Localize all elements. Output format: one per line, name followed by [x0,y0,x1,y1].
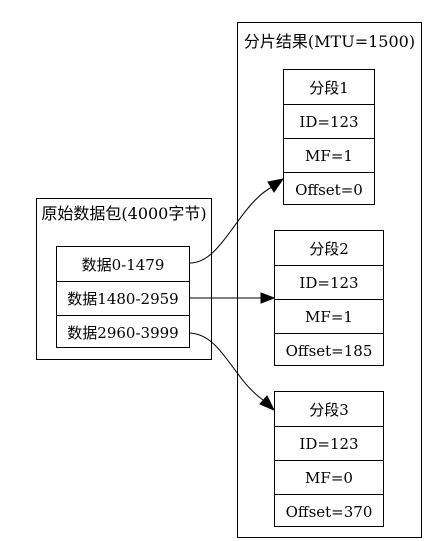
data-part-2: 数据1480-2959 [57,281,189,315]
fragment-3-offset: Offset=370 [275,494,383,528]
fragment-3-name: 分段3 [309,400,349,419]
arrowhead-fragment2 [260,292,276,304]
fragment-result-cluster [237,22,422,538]
fragment-1-id: ID=123 [284,104,374,138]
edge-part3-to-fragment3 [189,332,264,401]
fragment-result-title: 分片结果(MTU=1500) [243,32,416,51]
fragment-3-mf: MF=0 [275,460,383,494]
original-packet-record: 数据0-1479 数据1480-2959 数据2960-3999 [56,246,190,348]
fragment-2-name: 分段2 [309,239,349,258]
fragment-1-offset: Offset=0 [284,172,374,206]
fragment-2-offset: Offset=185 [275,333,383,367]
fragment-2-id: ID=123 [275,265,383,299]
fragment-1-record: 分段1 ID=123 MF=1 Offset=0 [283,69,375,205]
fragment-1-mf: MF=1 [284,138,374,172]
original-packet-cluster [36,198,212,360]
fragment-2-record: 分段2 ID=123 MF=1 Offset=185 [274,230,384,366]
original-packet-title: 原始数据包(4000字节) [41,204,207,223]
fragment-3-record: 分段3 ID=123 MF=0 Offset=370 [274,391,384,527]
arrowhead-fragment3 [259,395,276,411]
fragment-1-name: 分段1 [309,78,349,97]
data-part-3: 数据2960-3999 [57,315,189,349]
edge-part1-to-fragment1 [189,186,273,264]
arrowhead-fragment1 [267,178,285,193]
fragment-2-mf: MF=1 [275,299,383,333]
data-part-1: 数据0-1479 [81,255,165,274]
fragment-3-id: ID=123 [275,426,383,460]
